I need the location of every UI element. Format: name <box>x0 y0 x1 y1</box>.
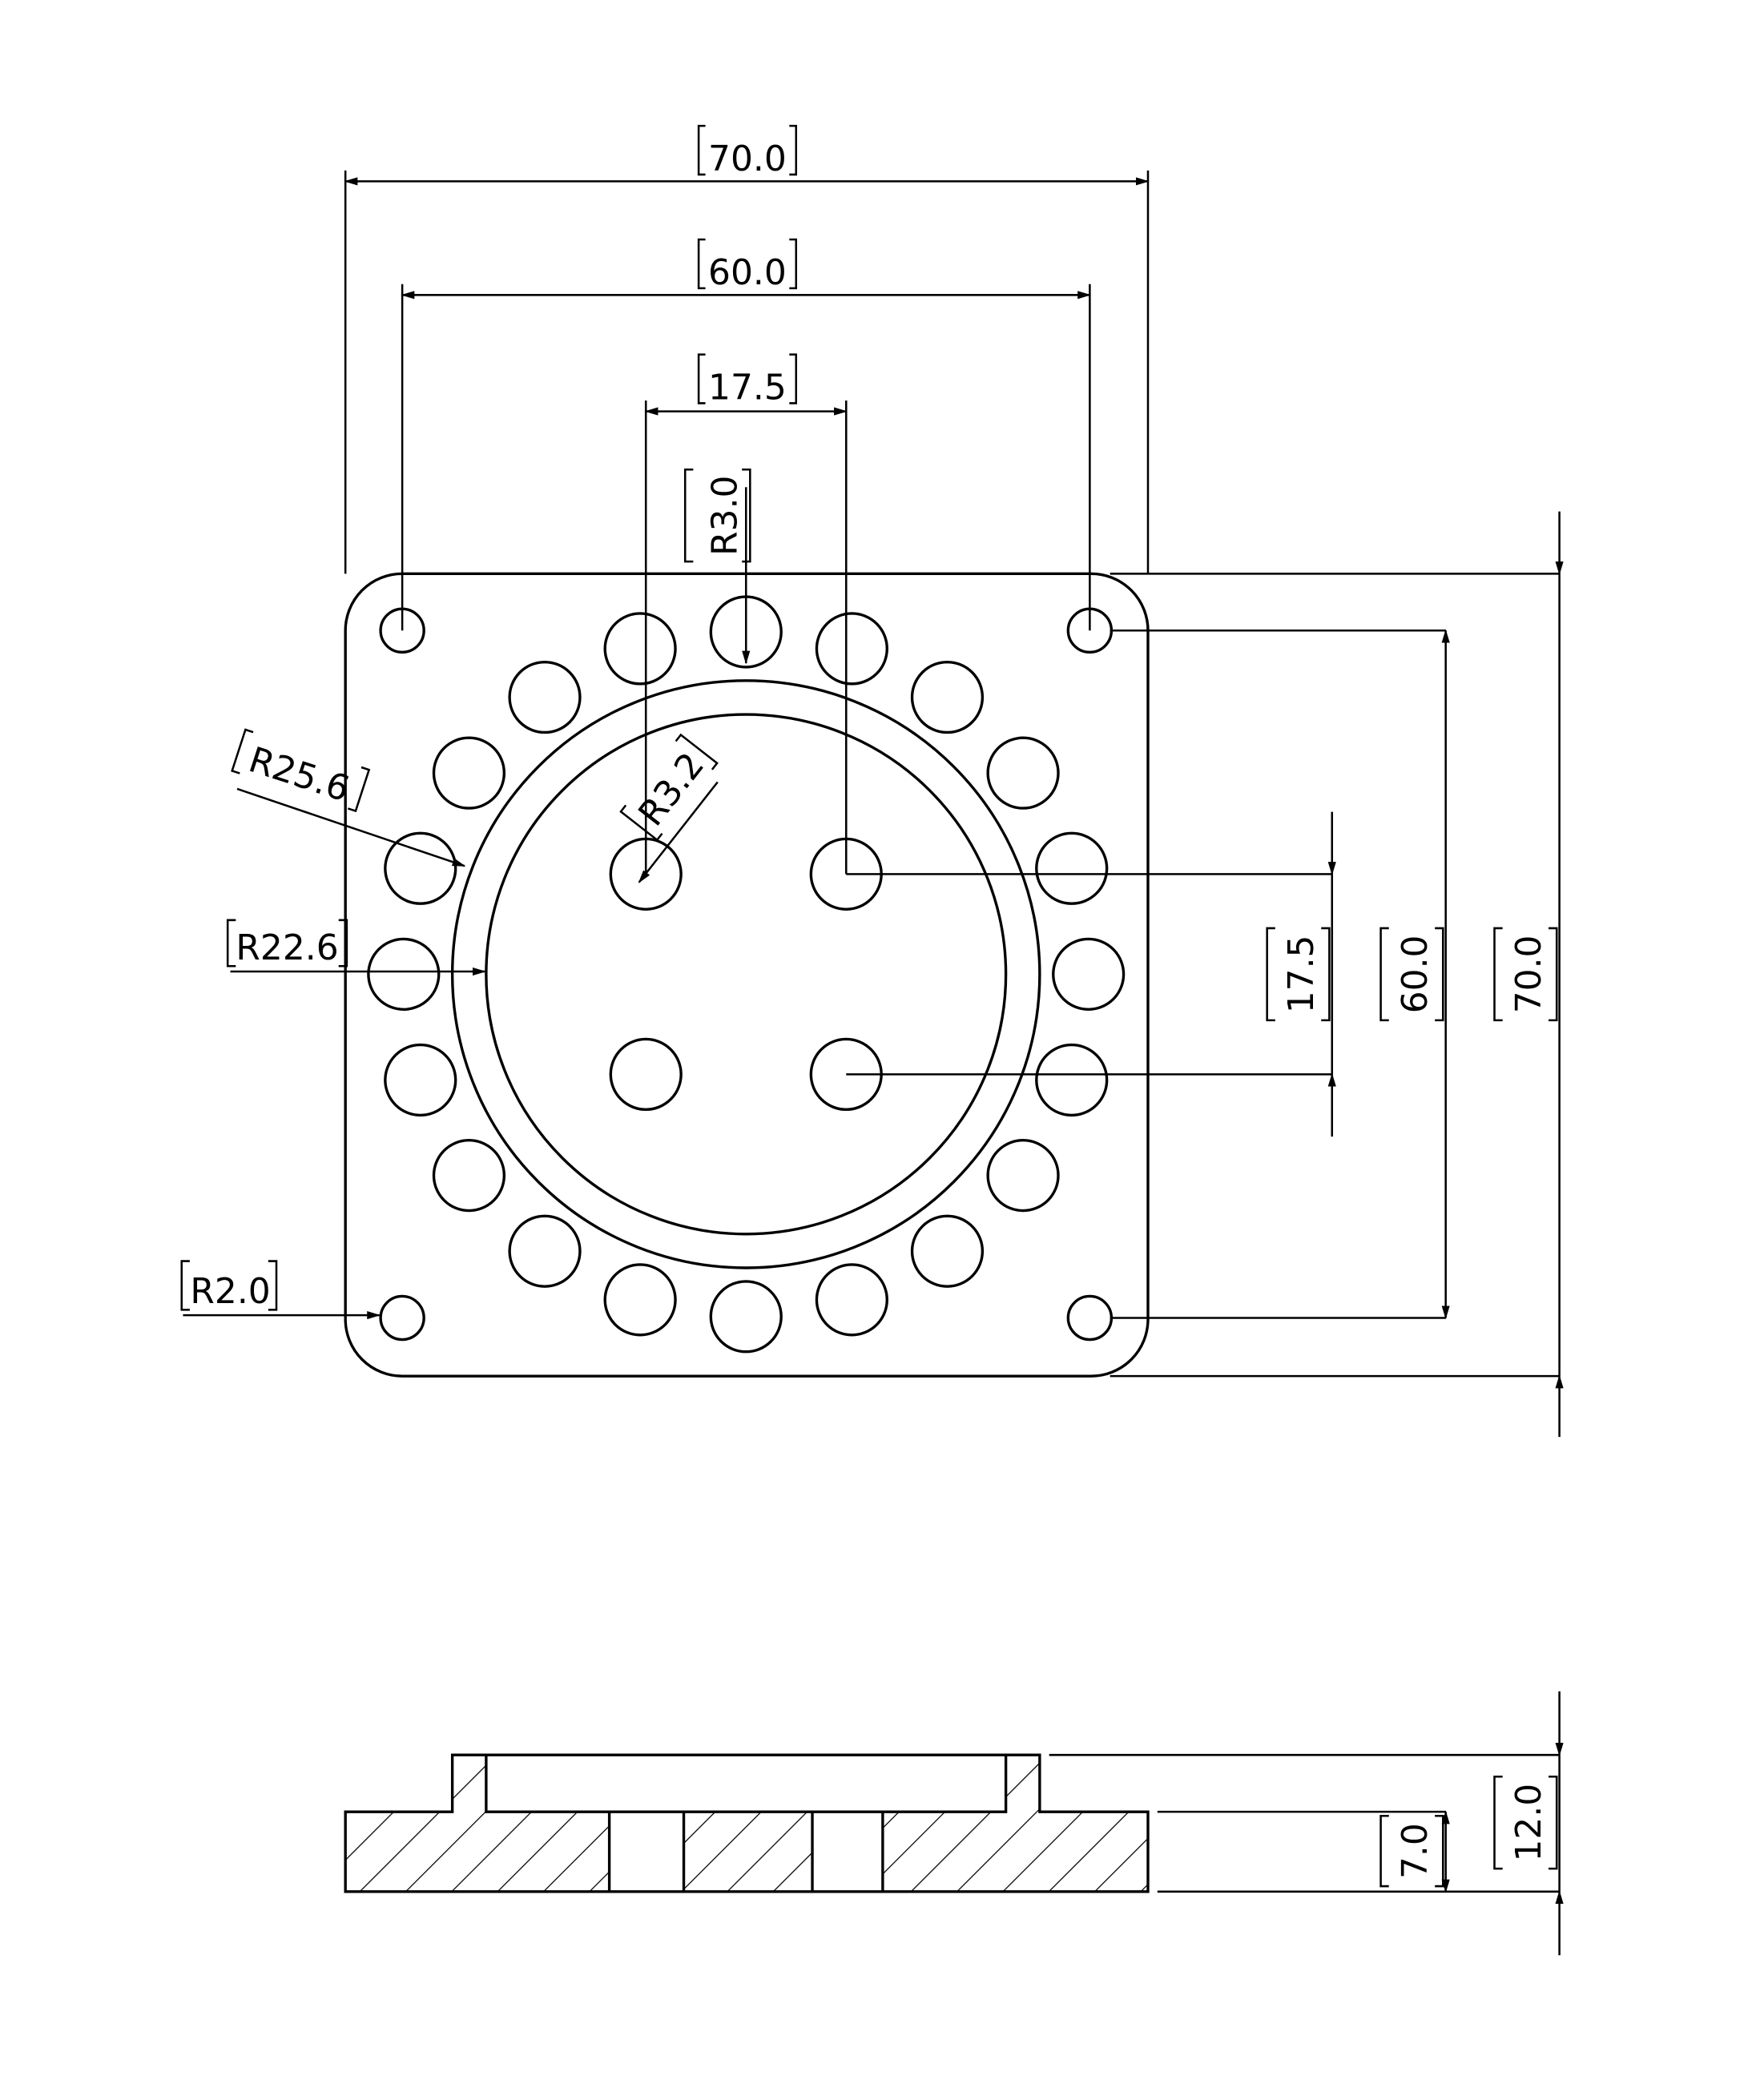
dim-17-5-top: 17.5 <box>697 353 798 408</box>
bolt-hole <box>1035 831 1109 905</box>
bolt-hole <box>815 1263 888 1337</box>
dim-17-5-right: 17.5 <box>1266 927 1331 1022</box>
dim-7-0: 7.0 <box>1379 1814 1444 1888</box>
bore-inner-circle <box>485 713 1008 1236</box>
svg-text:7.0: 7.0 <box>1395 1823 1436 1879</box>
dim-r3-2: R3.2 <box>619 733 719 842</box>
svg-text:60.0: 60.0 <box>708 252 787 293</box>
dim-70-right: 70.0 <box>1493 927 1558 1022</box>
svg-text:R22.6: R22.6 <box>236 927 338 968</box>
bolt-hole <box>986 1138 1060 1213</box>
bolt-hole <box>815 612 888 686</box>
bolt-hole <box>508 1214 582 1288</box>
bolt-hole <box>603 612 677 686</box>
bolt-hole-ring <box>367 595 1126 1354</box>
bolt-hole <box>910 660 985 734</box>
dim-r3-0: R3.0 <box>683 468 751 563</box>
bolt-hole <box>384 831 457 905</box>
svg-text:17.5: 17.5 <box>708 367 787 408</box>
bolt-hole <box>508 660 582 734</box>
svg-text:60.0: 60.0 <box>1395 935 1436 1014</box>
bolt-hole <box>603 1263 677 1337</box>
dim-r25-6: R25.6 <box>231 728 371 813</box>
dim-70-top: 70.0 <box>697 124 798 179</box>
dim-r2-0: R2.0 <box>180 1260 278 1312</box>
bolt-hole <box>1035 1043 1109 1117</box>
svg-text:R25.6: R25.6 <box>244 739 355 810</box>
bolt-hole <box>986 736 1060 810</box>
bolt-hole <box>709 1280 783 1354</box>
plate-outline <box>344 572 1150 1378</box>
dim-60-top: 60.0 <box>697 238 798 293</box>
corner-hole <box>1066 1294 1114 1342</box>
svg-text:70.0: 70.0 <box>708 139 787 179</box>
svg-text:12.0: 12.0 <box>1508 1784 1549 1862</box>
bolt-hole <box>384 1043 457 1117</box>
svg-text:R2.0: R2.0 <box>190 1271 270 1312</box>
dim-r22-6: R22.6 <box>226 919 348 968</box>
section-view <box>344 1691 1564 1956</box>
bore-outer-circle <box>450 679 1041 1269</box>
center-hole <box>609 1037 683 1112</box>
svg-text:R3.2: R3.2 <box>630 745 712 833</box>
bolt-hole <box>432 1138 506 1213</box>
bolt-hole <box>1052 937 1126 1012</box>
bolt-hole <box>367 937 441 1012</box>
svg-text:70.0: 70.0 <box>1508 935 1549 1014</box>
svg-text:17.5: 17.5 <box>1281 935 1322 1014</box>
dim-60-right: 60.0 <box>1379 927 1444 1022</box>
corner-hole <box>379 1294 425 1342</box>
bolt-hole <box>432 736 506 810</box>
bolt-hole <box>910 1214 985 1288</box>
svg-text:R3.0: R3.0 <box>704 476 745 556</box>
dim-12-0: 12.0 <box>1493 1775 1558 1870</box>
